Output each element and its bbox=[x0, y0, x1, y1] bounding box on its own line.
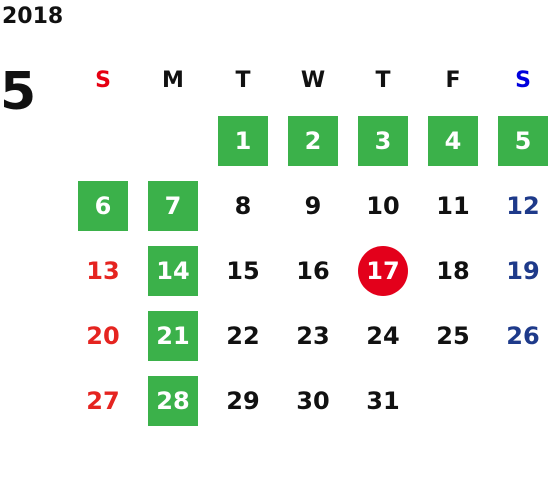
day-number: 31 bbox=[366, 386, 400, 415]
day-cell bbox=[418, 368, 488, 433]
day-number: 6 bbox=[78, 180, 128, 231]
day-cell[interactable]: 3 bbox=[348, 108, 418, 173]
day-number: 2 bbox=[288, 115, 338, 166]
day-number: 29 bbox=[226, 386, 260, 415]
day-number: 23 bbox=[296, 321, 330, 350]
day-number: 15 bbox=[226, 256, 260, 285]
day-number bbox=[78, 116, 128, 166]
day-cell[interactable]: 14 bbox=[138, 238, 208, 303]
day-number: 4 bbox=[428, 115, 478, 166]
day-cell bbox=[138, 108, 208, 173]
day-number: 3 bbox=[358, 115, 408, 166]
day-number: 20 bbox=[86, 321, 120, 350]
day-cell[interactable]: 19 bbox=[488, 238, 548, 303]
day-number bbox=[498, 376, 548, 426]
day-number: 17 bbox=[358, 245, 408, 296]
day-cell[interactable]: 29 bbox=[208, 368, 278, 433]
day-cell[interactable]: 27 bbox=[68, 368, 138, 433]
day-number bbox=[428, 376, 478, 426]
day-cell[interactable]: 15 bbox=[208, 238, 278, 303]
day-cell[interactable]: 1 bbox=[208, 108, 278, 173]
day-number: 25 bbox=[436, 321, 470, 350]
day-number: 26 bbox=[506, 321, 540, 350]
day-number: 5 bbox=[498, 115, 548, 166]
day-cell[interactable]: 26 bbox=[488, 303, 548, 368]
day-cell[interactable]: 30 bbox=[278, 368, 348, 433]
weekday-header-sun: S bbox=[95, 67, 111, 93]
day-cell[interactable]: 24 bbox=[348, 303, 418, 368]
day-cell[interactable]: 4 bbox=[418, 108, 488, 173]
day-number: 12 bbox=[506, 191, 540, 220]
day-cell[interactable]: 22 bbox=[208, 303, 278, 368]
day-number bbox=[148, 116, 198, 166]
day-cell[interactable]: 23 bbox=[278, 303, 348, 368]
day-cell[interactable]: 20 bbox=[68, 303, 138, 368]
day-cell[interactable]: 13 bbox=[68, 238, 138, 303]
day-number: 16 bbox=[296, 256, 330, 285]
day-cell[interactable]: 21 bbox=[138, 303, 208, 368]
day-cell[interactable]: 7 bbox=[138, 173, 208, 238]
day-cell bbox=[68, 108, 138, 173]
weekday-header-thu: T bbox=[375, 67, 391, 93]
day-cell[interactable]: 8 bbox=[208, 173, 278, 238]
day-number: 9 bbox=[304, 191, 322, 220]
weekday-header-fri: F bbox=[445, 67, 461, 93]
day-cell[interactable]: 28 bbox=[138, 368, 208, 433]
day-cell[interactable]: 18 bbox=[418, 238, 488, 303]
day-number: 28 bbox=[148, 375, 198, 426]
day-cell[interactable]: 2 bbox=[278, 108, 348, 173]
day-number: 13 bbox=[86, 256, 120, 285]
day-number: 7 bbox=[148, 180, 198, 231]
day-number: 14 bbox=[148, 245, 198, 296]
day-number: 27 bbox=[86, 386, 120, 415]
day-number: 24 bbox=[366, 321, 400, 350]
day-cell[interactable]: 10 bbox=[348, 173, 418, 238]
year-label: 2018 bbox=[2, 4, 64, 29]
weekday-header-tue: T bbox=[235, 67, 251, 93]
day-number: 10 bbox=[366, 191, 400, 220]
day-cell[interactable]: 31 bbox=[348, 368, 418, 433]
weekday-header-sat: S bbox=[515, 67, 531, 93]
day-number: 11 bbox=[436, 191, 470, 220]
day-cell-today[interactable]: 17 bbox=[348, 238, 418, 303]
day-number: 18 bbox=[436, 256, 470, 285]
day-number: 30 bbox=[296, 386, 330, 415]
day-cell[interactable]: 12 bbox=[488, 173, 548, 238]
month-label: 5 bbox=[0, 62, 37, 122]
day-cell[interactable]: 5 bbox=[488, 108, 548, 173]
day-cell[interactable]: 16 bbox=[278, 238, 348, 303]
day-cell bbox=[488, 368, 548, 433]
weekday-header-wed: W bbox=[300, 67, 326, 93]
day-cell[interactable]: 6 bbox=[68, 173, 138, 238]
day-number: 8 bbox=[234, 191, 252, 220]
day-number: 21 bbox=[148, 310, 198, 361]
day-cell[interactable]: 9 bbox=[278, 173, 348, 238]
day-number: 22 bbox=[226, 321, 260, 350]
day-cell[interactable]: 25 bbox=[418, 303, 488, 368]
calendar-grid: S M T W T F S 1 2 3 4 5 6 7 8 9 10 11 12… bbox=[68, 52, 548, 433]
day-number: 1 bbox=[218, 115, 268, 166]
weekday-header-mon: M bbox=[162, 67, 184, 93]
day-cell[interactable]: 11 bbox=[418, 173, 488, 238]
day-number: 19 bbox=[506, 256, 540, 285]
